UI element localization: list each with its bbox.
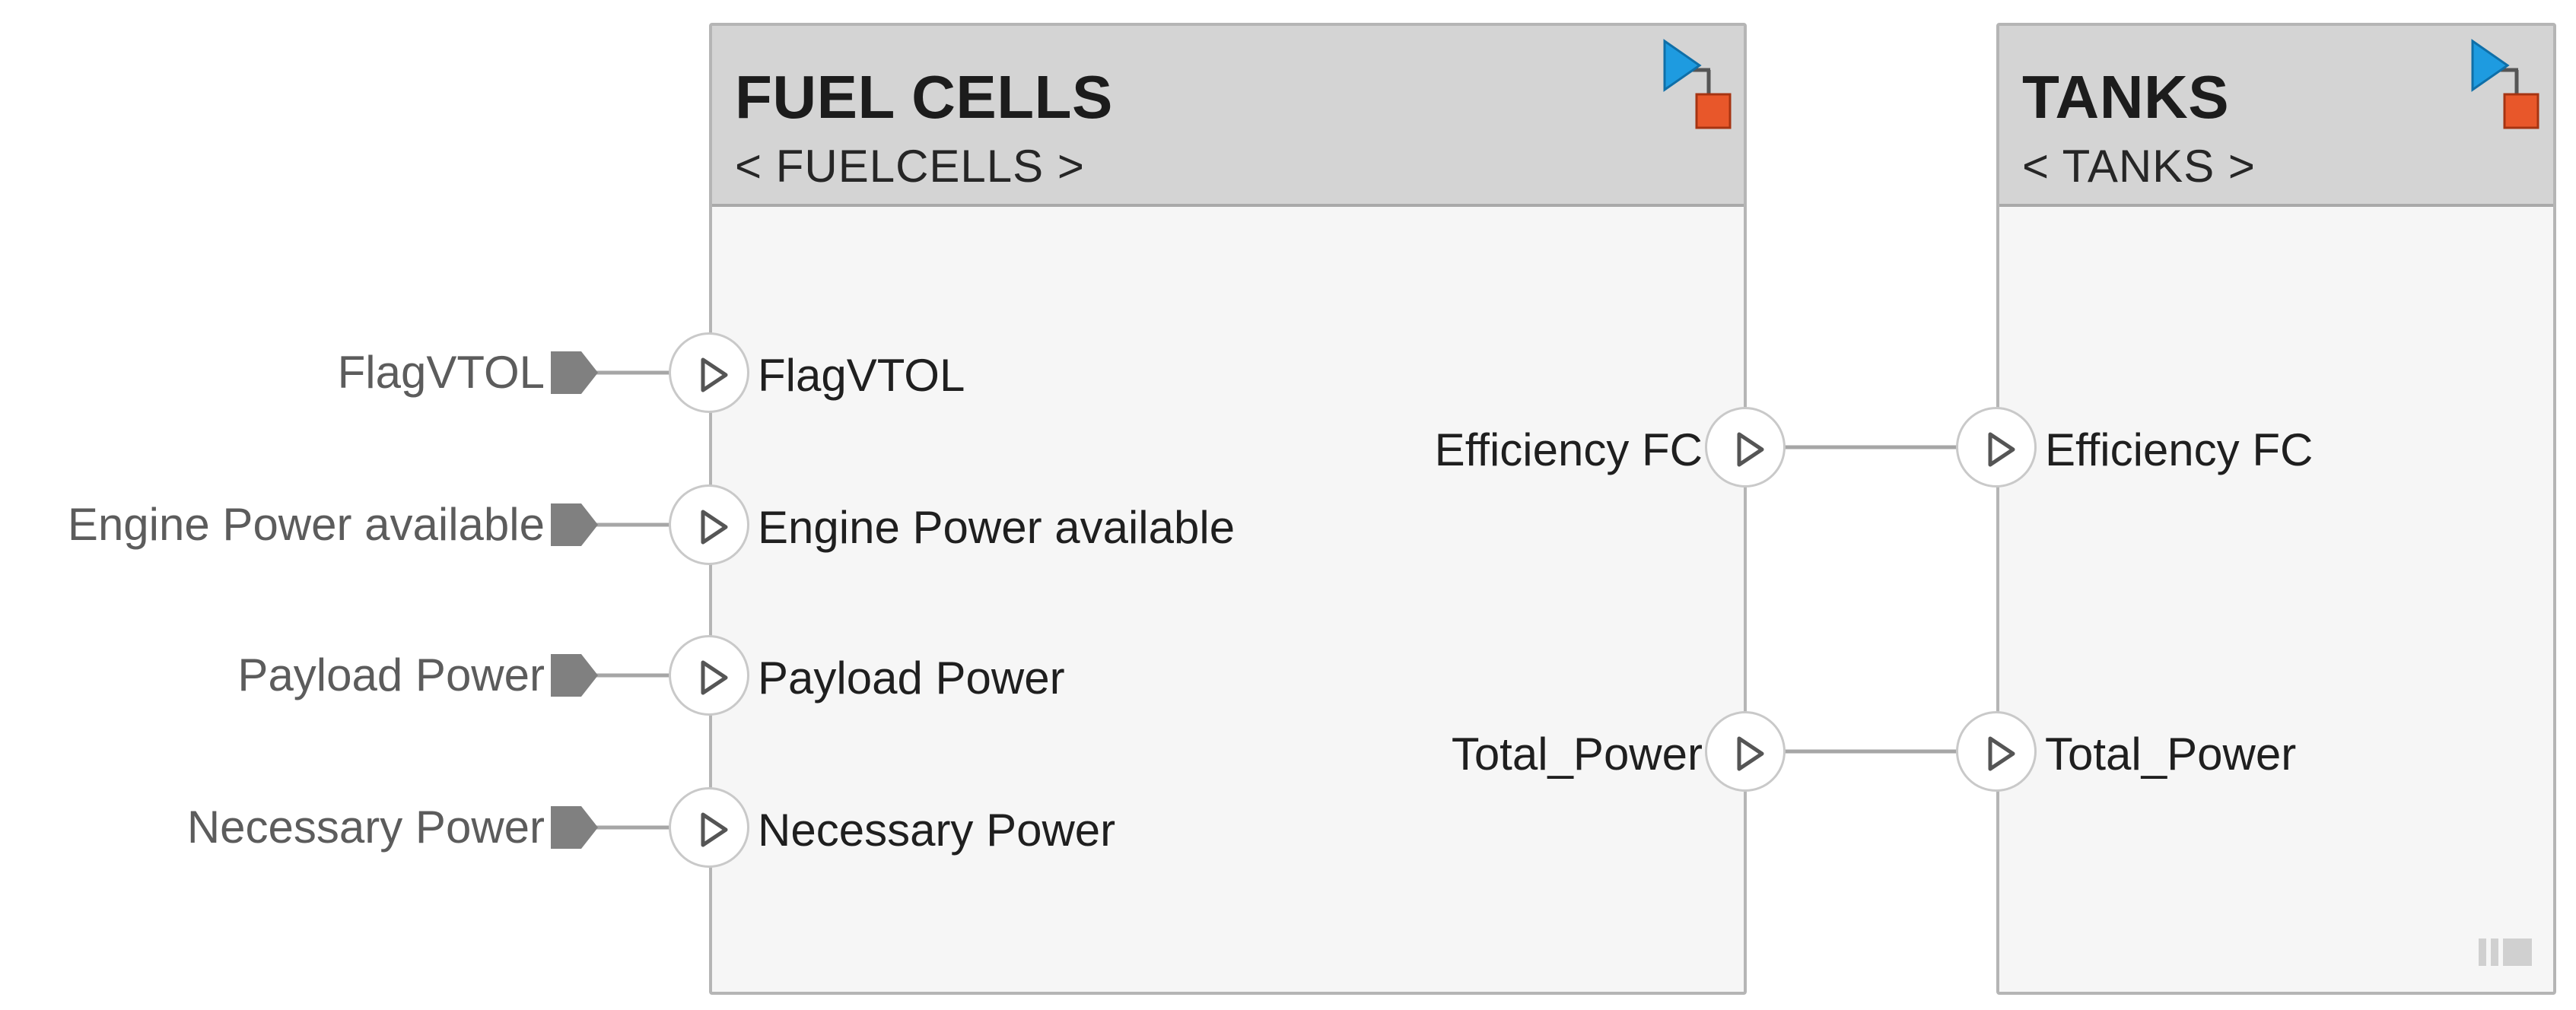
- tanks-input-port-total-power[interactable]: [1956, 711, 2037, 792]
- triangle-icon: [1988, 432, 2015, 467]
- tanks-input-label: Total_Power: [2045, 729, 2297, 780]
- inport-tag-engine-power[interactable]: [548, 500, 601, 549]
- external-inport-label: Engine Power available: [67, 499, 545, 550]
- external-inport-label: Necessary Power: [186, 802, 545, 853]
- triangle-icon: [701, 812, 728, 847]
- tanks-subtitle: < TANKS >: [2022, 141, 2256, 192]
- triangle-icon: [701, 510, 728, 545]
- fuel-cells-output-port-efficiency-fc[interactable]: [1705, 407, 1786, 488]
- fuel-cells-output-label: Total_Power: [1451, 729, 1703, 780]
- external-inport-label: FlagVTOL: [337, 347, 545, 398]
- external-inport-label: Payload Power: [237, 650, 545, 700]
- tanks-input-label: Efficiency FC: [2045, 424, 2314, 475]
- triangle-icon: [701, 660, 728, 695]
- fuel-cells-input-label: Engine Power available: [758, 502, 1236, 553]
- resize-grip-icon[interactable]: [2476, 935, 2536, 969]
- fuel-cells-output-label: Efficiency FC: [1434, 424, 1703, 475]
- tanks-block[interactable]: TANKS < TANKS > Efficiency FC Total_Powe…: [1996, 23, 2556, 995]
- fuel-cells-input-label: Necessary Power: [758, 805, 1116, 856]
- fuel-cells-input-label: FlagVTOL: [758, 350, 965, 401]
- fuel-cells-input-port-payload-power[interactable]: [669, 635, 749, 716]
- model-reference-icon: [2471, 39, 2539, 129]
- triangle-icon: [1737, 736, 1764, 771]
- fuel-cells-output-port-total-power[interactable]: [1705, 711, 1786, 792]
- fuel-cells-header: FUEL CELLS < FUELCELLS >: [712, 26, 1744, 207]
- triangle-icon: [1988, 736, 2015, 771]
- fuel-cells-input-label: Payload Power: [758, 653, 1065, 704]
- fuel-cells-input-port-engine-power[interactable]: [669, 484, 749, 565]
- inport-tag-payload-power[interactable]: [548, 651, 601, 700]
- tanks-header: TANKS < TANKS >: [1999, 26, 2553, 207]
- tanks-title: TANKS: [2022, 63, 2230, 131]
- triangle-icon: [701, 357, 728, 392]
- fuel-cells-title: FUEL CELLS: [735, 63, 1113, 131]
- fuel-cells-subtitle: < FUELCELLS >: [735, 141, 1085, 192]
- fuel-cells-input-port-flagvtol[interactable]: [669, 332, 749, 413]
- inport-tag-necessary-power[interactable]: [548, 803, 601, 852]
- fuel-cells-block[interactable]: FUEL CELLS < FUELCELLS > FlagVTOL Engine…: [709, 23, 1747, 995]
- triangle-icon: [1737, 432, 1764, 467]
- model-reference-icon: [1663, 39, 1732, 129]
- inport-tag-flagvtol[interactable]: [548, 348, 601, 397]
- tanks-input-port-efficiency-fc[interactable]: [1956, 407, 2037, 488]
- fuel-cells-input-port-necessary-power[interactable]: [669, 787, 749, 868]
